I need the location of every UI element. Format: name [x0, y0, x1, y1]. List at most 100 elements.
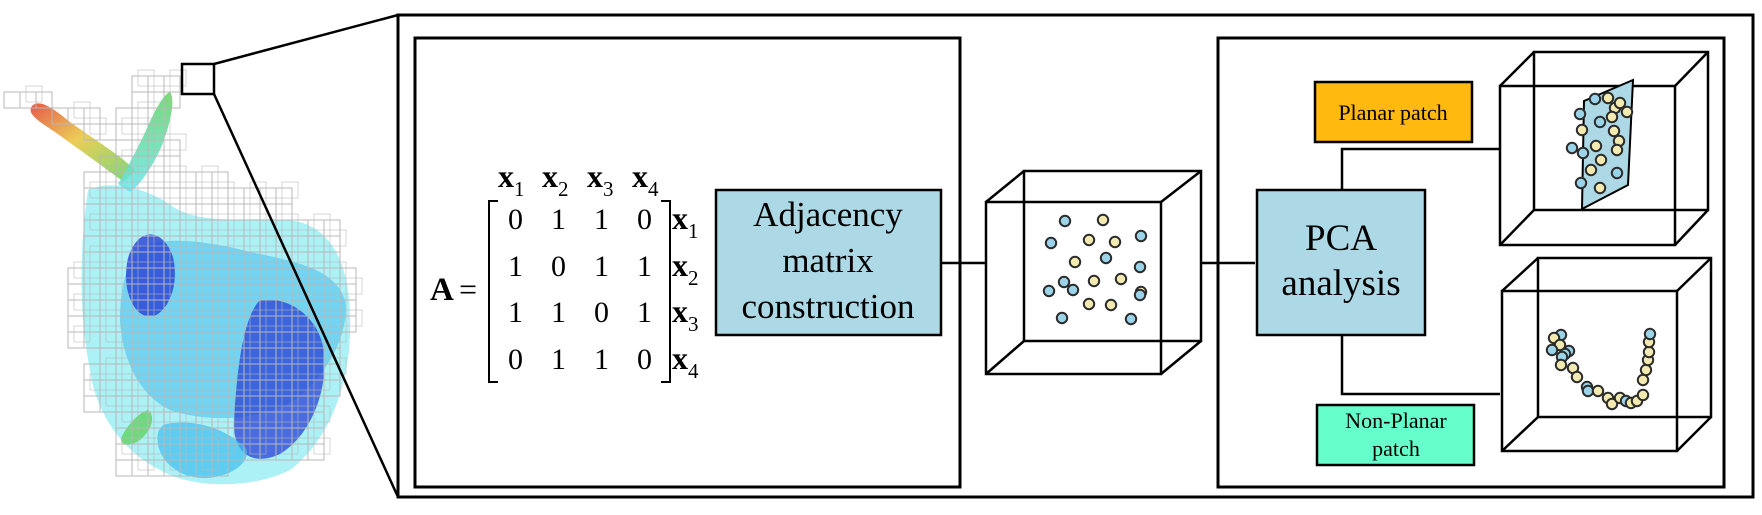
matrix-cell: 1 [551, 343, 566, 376]
voxel-cell-back [249, 181, 267, 199]
point-yellow [1620, 105, 1634, 119]
voxel-cell-back [249, 213, 267, 231]
point-yellow [1584, 163, 1598, 177]
voxel-cell-back [297, 229, 315, 247]
voxel-cell-back [297, 325, 315, 343]
voxel-cell-back [169, 197, 187, 215]
point-yellow [1601, 91, 1615, 105]
voxel-cell-back [73, 261, 91, 279]
adjacency-box-line: Adjacency [753, 195, 903, 234]
voxel-cell-back [313, 437, 331, 455]
non-planar-patch-label: Non-Planar patch [1315, 403, 1476, 467]
voxel-cell-back [169, 69, 187, 87]
voxel-cell-back [217, 277, 235, 295]
point-blue [1576, 146, 1590, 160]
pca-box-line: analysis [1281, 263, 1400, 304]
voxel-cell-back [185, 373, 203, 391]
point-yellow [1591, 384, 1605, 398]
voxel-cell [179, 171, 197, 189]
voxel-cell-back [233, 357, 251, 375]
voxel-cell-back [137, 389, 155, 407]
voxel-cell [115, 123, 133, 141]
voxel-cell-back [281, 373, 299, 391]
voxel-cell [163, 75, 181, 93]
matrix-cell: 1 [594, 203, 609, 236]
voxel-cell-back [313, 277, 331, 295]
voxel-cell [115, 139, 133, 157]
point-blue [1133, 260, 1147, 274]
voxel-cell-back [233, 229, 251, 247]
voxel-cell-back [73, 293, 91, 311]
voxel-cell-back [281, 213, 299, 231]
voxel-cell [147, 171, 165, 189]
voxel-cell [115, 107, 133, 125]
voxel-cell-back [121, 373, 139, 391]
voxel-cell [83, 107, 101, 125]
voxel-cell-back [345, 309, 363, 327]
voxel-cell-back [137, 357, 155, 375]
matrix-cell: 0 [508, 343, 523, 376]
voxel-cell-back [89, 277, 107, 295]
voxel-cell-back [137, 69, 155, 87]
voxel-cell-back [249, 341, 267, 359]
voxel-cell [275, 203, 293, 221]
voxelized-bunny [3, 62, 363, 485]
voxel-cell-back [137, 133, 155, 151]
point-blue [1044, 236, 1058, 250]
voxel-cell [83, 171, 101, 189]
voxel-cell-back [137, 325, 155, 343]
voxel-cell-back [153, 181, 171, 199]
voxel-cell [67, 331, 85, 349]
voxel-cell [275, 187, 293, 205]
voxel-cell-back [329, 325, 347, 343]
point-yellow [1108, 235, 1122, 249]
matrix-right-bracket [661, 200, 671, 383]
matrix-cell: 0 [508, 203, 523, 236]
voxel-cell-back [153, 437, 171, 455]
voxel-cell-back [169, 453, 187, 471]
voxel-cell [179, 187, 197, 205]
voxel-cell-back [217, 181, 235, 199]
voxel-cell [243, 203, 261, 221]
voxel-cell-back [185, 181, 203, 199]
voxel-cell-back [233, 261, 251, 279]
voxel-cell-back [281, 309, 299, 327]
voxel-cell-back [137, 453, 155, 471]
voxel-cell [163, 139, 181, 157]
matrix-equals: = [459, 271, 477, 307]
voxel-cell-back [217, 437, 235, 455]
voxel-cell-back [233, 389, 251, 407]
voxel-cell-back [121, 277, 139, 295]
point-yellow [1613, 96, 1627, 110]
point-yellow [1096, 213, 1110, 227]
voxel-cell-back [313, 309, 331, 327]
point-yellow [1636, 373, 1650, 387]
point-blue [1057, 275, 1071, 289]
voxel-cell-back [329, 357, 347, 375]
voxel-cell-back [313, 245, 331, 263]
voxel-cell-back [73, 101, 91, 119]
voxel-cell [131, 91, 149, 109]
voxel-cell-back [313, 213, 331, 231]
voxel-cell-back [105, 325, 123, 343]
point-yellow [1575, 123, 1589, 137]
voxel-cell-back [297, 421, 315, 439]
voxel-cell-back [153, 277, 171, 295]
voxel-cell-back [105, 197, 123, 215]
non-planar-patch-cube [1500, 256, 1713, 453]
zoom-line-bottom [212, 93, 400, 498]
voxel-cell-back [281, 181, 299, 199]
point-blue [1058, 214, 1072, 228]
voxel-cell-back [313, 405, 331, 423]
voxel-cell-back [265, 293, 283, 311]
voxel-cell-back [281, 405, 299, 423]
point-yellow [1594, 153, 1608, 167]
voxel-cell-back [169, 325, 187, 343]
col-header: x2 [542, 158, 569, 201]
voxel-cell-back [105, 165, 123, 183]
point-yellow [1082, 297, 1096, 311]
point-yellow [1554, 358, 1568, 372]
voxel-cell-back [201, 229, 219, 247]
voxel-cell-back [185, 213, 203, 231]
